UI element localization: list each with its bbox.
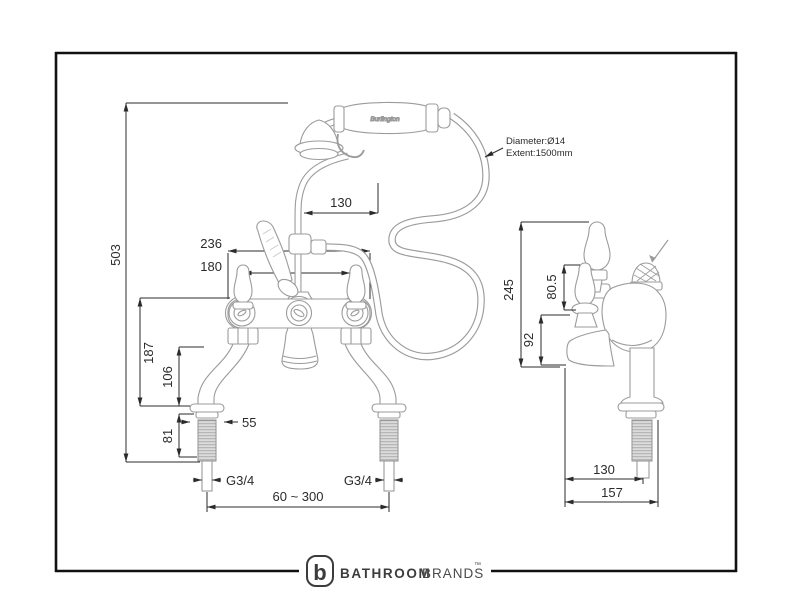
dim-label-130-side: 130	[593, 462, 615, 477]
cradle-hook	[336, 133, 365, 159]
side-tail	[636, 460, 650, 479]
hose-note-line1: Diameter:Ø14	[506, 136, 565, 147]
dim-label-236: 236	[200, 236, 222, 251]
diverter-lever	[256, 220, 299, 298]
hose-connector-nut	[437, 107, 451, 129]
side-view	[566, 221, 669, 479]
dim-label-range: 60 ~ 300	[273, 489, 324, 504]
side-column-mount	[617, 347, 665, 479]
left-tail	[201, 460, 213, 492]
lever-hatch	[262, 228, 282, 258]
logo-word-bold: BATHROOM	[340, 566, 431, 581]
shower-hose	[317, 112, 490, 361]
centre-column	[284, 152, 349, 302]
right-valve-handle	[345, 264, 367, 310]
left-mount	[189, 403, 225, 492]
diverter-knob-hatch	[633, 263, 660, 284]
logo-word-light: BRANDS	[422, 566, 484, 581]
logo-letter: b	[313, 560, 326, 585]
lever-collar	[277, 278, 299, 298]
drawing-frame	[54, 51, 738, 573]
hose-note-line2: Extent:1500mm	[506, 148, 573, 159]
handset-head	[294, 116, 344, 161]
grip-collar	[333, 105, 345, 133]
left-valve-handle	[232, 264, 254, 310]
dim-label-503: 503	[108, 244, 123, 266]
dim-label-180: 180	[200, 259, 222, 274]
dim-label-81: 81	[160, 429, 175, 443]
handset-brand-text: Burlington	[370, 116, 400, 123]
side-body	[601, 239, 669, 353]
lever-body	[256, 220, 293, 288]
spout	[281, 327, 319, 370]
right-tail	[383, 460, 395, 492]
dim-label-92: 92	[521, 333, 536, 347]
dimensions	[123, 102, 659, 512]
dim-label-187: 187	[141, 342, 156, 364]
hose-nut	[310, 239, 327, 255]
logo-b-icon	[306, 555, 334, 587]
left-leg	[197, 343, 250, 405]
right-flange	[371, 403, 407, 413]
dim-label-106: 106	[160, 366, 175, 388]
left-threaded-shank	[197, 419, 217, 462]
dim-label-805: 80.5	[544, 274, 559, 299]
side-lever	[571, 262, 599, 328]
dim-label-157: 157	[601, 485, 623, 500]
dim-label-245: 245	[501, 279, 516, 301]
right-threaded-shank	[379, 419, 399, 462]
side-spout	[566, 329, 615, 367]
hose-core	[317, 113, 489, 360]
hose-connector	[425, 103, 439, 133]
dimension-labels: 503 130 236 180 187 106 81 55 G3/4 G3/4 …	[108, 136, 623, 504]
hose-outlet-boss	[288, 233, 312, 255]
bell-shape	[299, 119, 339, 145]
front-view: Burlington	[189, 101, 490, 492]
handset-grip: Burlington	[333, 101, 451, 159]
left-flange	[189, 403, 225, 413]
spray-face-rim	[299, 147, 339, 161]
side-body-shape	[601, 282, 667, 353]
dim-label-g34-left: G3/4	[226, 473, 254, 488]
hose-note-leader	[484, 147, 504, 158]
bathroom-brands-logo: b BATHROOM BRANDS ™	[301, 551, 489, 591]
dim-label-g34-right: G3/4	[344, 473, 372, 488]
logo-tm: ™	[474, 562, 481, 569]
dim-label-130-front: 130	[330, 195, 352, 210]
right-mount	[371, 403, 407, 492]
side-threaded-shank	[631, 419, 653, 462]
right-leg	[344, 343, 397, 405]
side-flange	[617, 402, 665, 412]
tap-body	[224, 295, 373, 331]
dim-label-55: 55	[242, 415, 256, 430]
